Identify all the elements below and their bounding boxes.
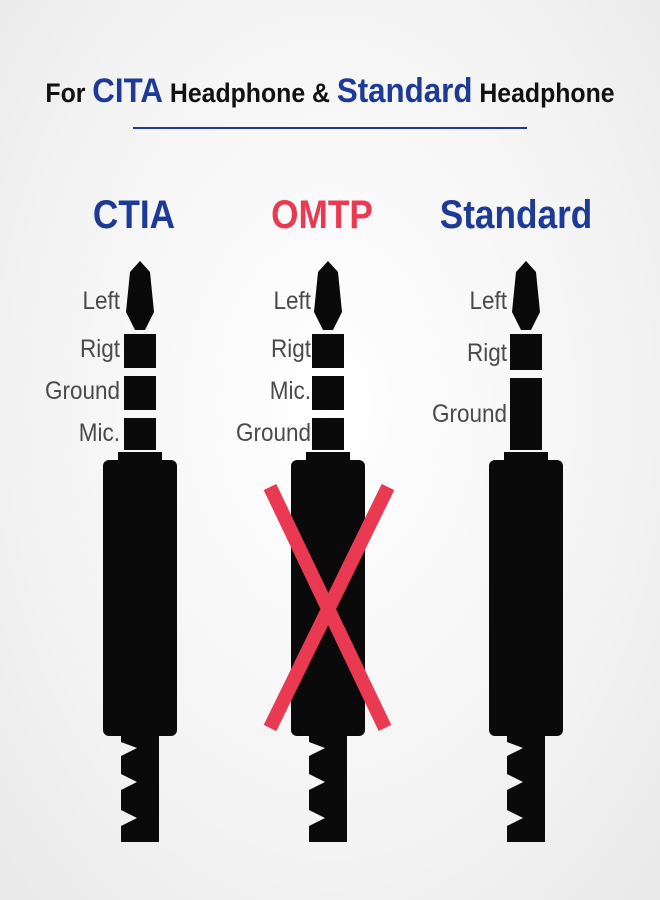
cross-stroke [263, 483, 395, 732]
standard-label-right: Rigt [466, 339, 507, 367]
standard-plug-strain-relief [507, 736, 545, 842]
ctia-label-ground: Ground [44, 377, 120, 405]
standard-plug-ring [510, 334, 542, 370]
ctia-plug-tip [126, 261, 154, 330]
ctia-plug [103, 261, 177, 842]
standard-label-ground: Ground [431, 400, 507, 428]
page-title: For CITA Headphone & Standard Headphone [26, 72, 633, 111]
omtp-label-left: Left [273, 287, 311, 315]
ctia-plug-ring [124, 418, 156, 450]
ctia-label-mic: Mic. [78, 419, 120, 447]
title-part-1: For [45, 78, 93, 108]
standard-plug [489, 261, 563, 842]
omtp-label-right: Rigt [270, 335, 311, 363]
omtp-label-ground: Ground [235, 419, 311, 447]
ctia-plug-ring [124, 334, 156, 368]
omtp-plug-ring [312, 334, 344, 368]
ctia-plug-collar [118, 452, 162, 460]
omtp-plug-strain-relief [309, 736, 347, 842]
omtp-plug-ring [312, 376, 344, 410]
title-part-2: Headphone & [162, 78, 337, 108]
ctia-plug-strain-relief [121, 736, 159, 842]
ctia-plug-body [103, 460, 177, 736]
standard-plug-body [489, 460, 563, 736]
ctia-heading: CTIA [92, 193, 176, 237]
omtp-label-mic: Mic. [269, 377, 311, 405]
standard-label-left: Left [469, 287, 507, 315]
title-underline [133, 127, 527, 129]
omtp-plug-ring [312, 418, 344, 450]
omtp-plug-collar [306, 452, 350, 460]
ctia-label-left: Left [82, 287, 120, 315]
standard-heading: Standard [439, 193, 593, 237]
standard-plug-tip [512, 261, 540, 330]
omtp-plug-tip [314, 261, 342, 330]
ctia-label-right: Rigt [79, 335, 120, 363]
standard-plug-ring [510, 378, 542, 450]
title-brand-cita: CITA [92, 72, 163, 110]
standard-plug-collar [504, 452, 548, 460]
omtp-cross-out-icon [263, 483, 395, 732]
omtp-heading: OMTP [271, 193, 373, 237]
ctia-plug-ring [124, 376, 156, 410]
title-part-3: Headphone [472, 78, 615, 108]
title-brand-standard: Standard [336, 72, 473, 110]
